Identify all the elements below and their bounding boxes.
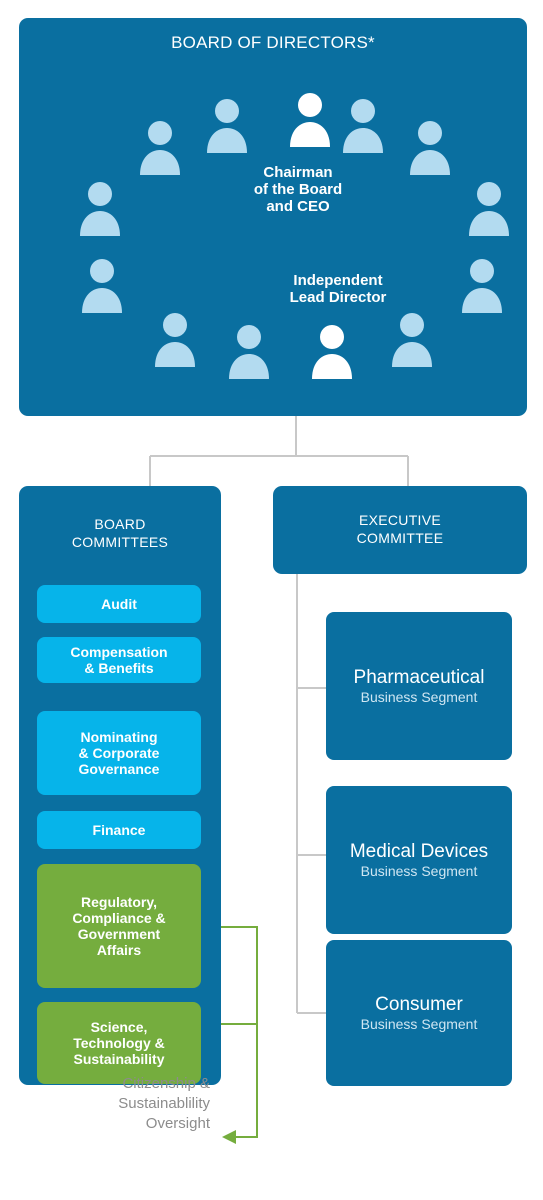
board-of-directors-panel: BOARD OF DIRECTORS* Chairman of the Boar… (19, 18, 527, 416)
chairman-label: Chairman of the Board and CEO (253, 164, 343, 215)
executive-committee-title: EXECUTIVE COMMITTEE (356, 512, 444, 546)
segment-sub: Business Segment (360, 862, 478, 879)
segment-name: Pharmaceutical (353, 666, 485, 688)
board-committees-title: BOARD COMMITTEES (71, 516, 169, 550)
segment-sub: Business Segment (360, 1015, 478, 1032)
segment-medical-devices: Medical Devices Business Segment (326, 786, 512, 934)
person-icon (462, 259, 502, 313)
person-icon (312, 325, 352, 379)
lead-director-label: Independent Lead Director (289, 272, 387, 306)
segment-name: Medical Devices (349, 840, 489, 862)
person-icon (410, 121, 450, 175)
person-icon (155, 313, 195, 367)
board-committees-panel: BOARD COMMITTEES Audit Compensation & Be… (19, 486, 221, 1085)
person-icon (469, 182, 509, 236)
person-icon (392, 313, 432, 367)
segment-name: Consumer (375, 993, 463, 1015)
segment-pharmaceutical: Pharmaceutical Business Segment (326, 612, 512, 760)
person-icon (290, 93, 330, 147)
segment-consumer: Consumer Business Segment (326, 940, 512, 1086)
oversight-connector-line (202, 926, 258, 1138)
committee-science-technology: Science, Technology & Sustainability (37, 1002, 201, 1084)
executive-committee-box: EXECUTIVE COMMITTEE (273, 486, 527, 574)
committee-finance: Finance (37, 811, 201, 849)
person-icon (207, 99, 247, 153)
person-icon (229, 325, 269, 379)
committee-compensation-benefits: Compensation & Benefits (37, 637, 201, 683)
person-icon (140, 121, 180, 175)
board-title: BOARD OF DIRECTORS* (171, 33, 375, 52)
committee-regulatory-compliance: Regulatory, Compliance & Government Affa… (37, 864, 201, 988)
committee-nominating-governance: Nominating & Corporate Governance (37, 711, 201, 795)
segment-sub: Business Segment (360, 688, 478, 705)
committee-audit: Audit (37, 585, 201, 623)
person-icon (80, 182, 120, 236)
oversight-note: Citizenship & Sustainablility Oversight (118, 1075, 210, 1132)
oversight-arrowhead (222, 1130, 236, 1144)
person-icon (343, 99, 383, 153)
person-icon (82, 259, 122, 313)
